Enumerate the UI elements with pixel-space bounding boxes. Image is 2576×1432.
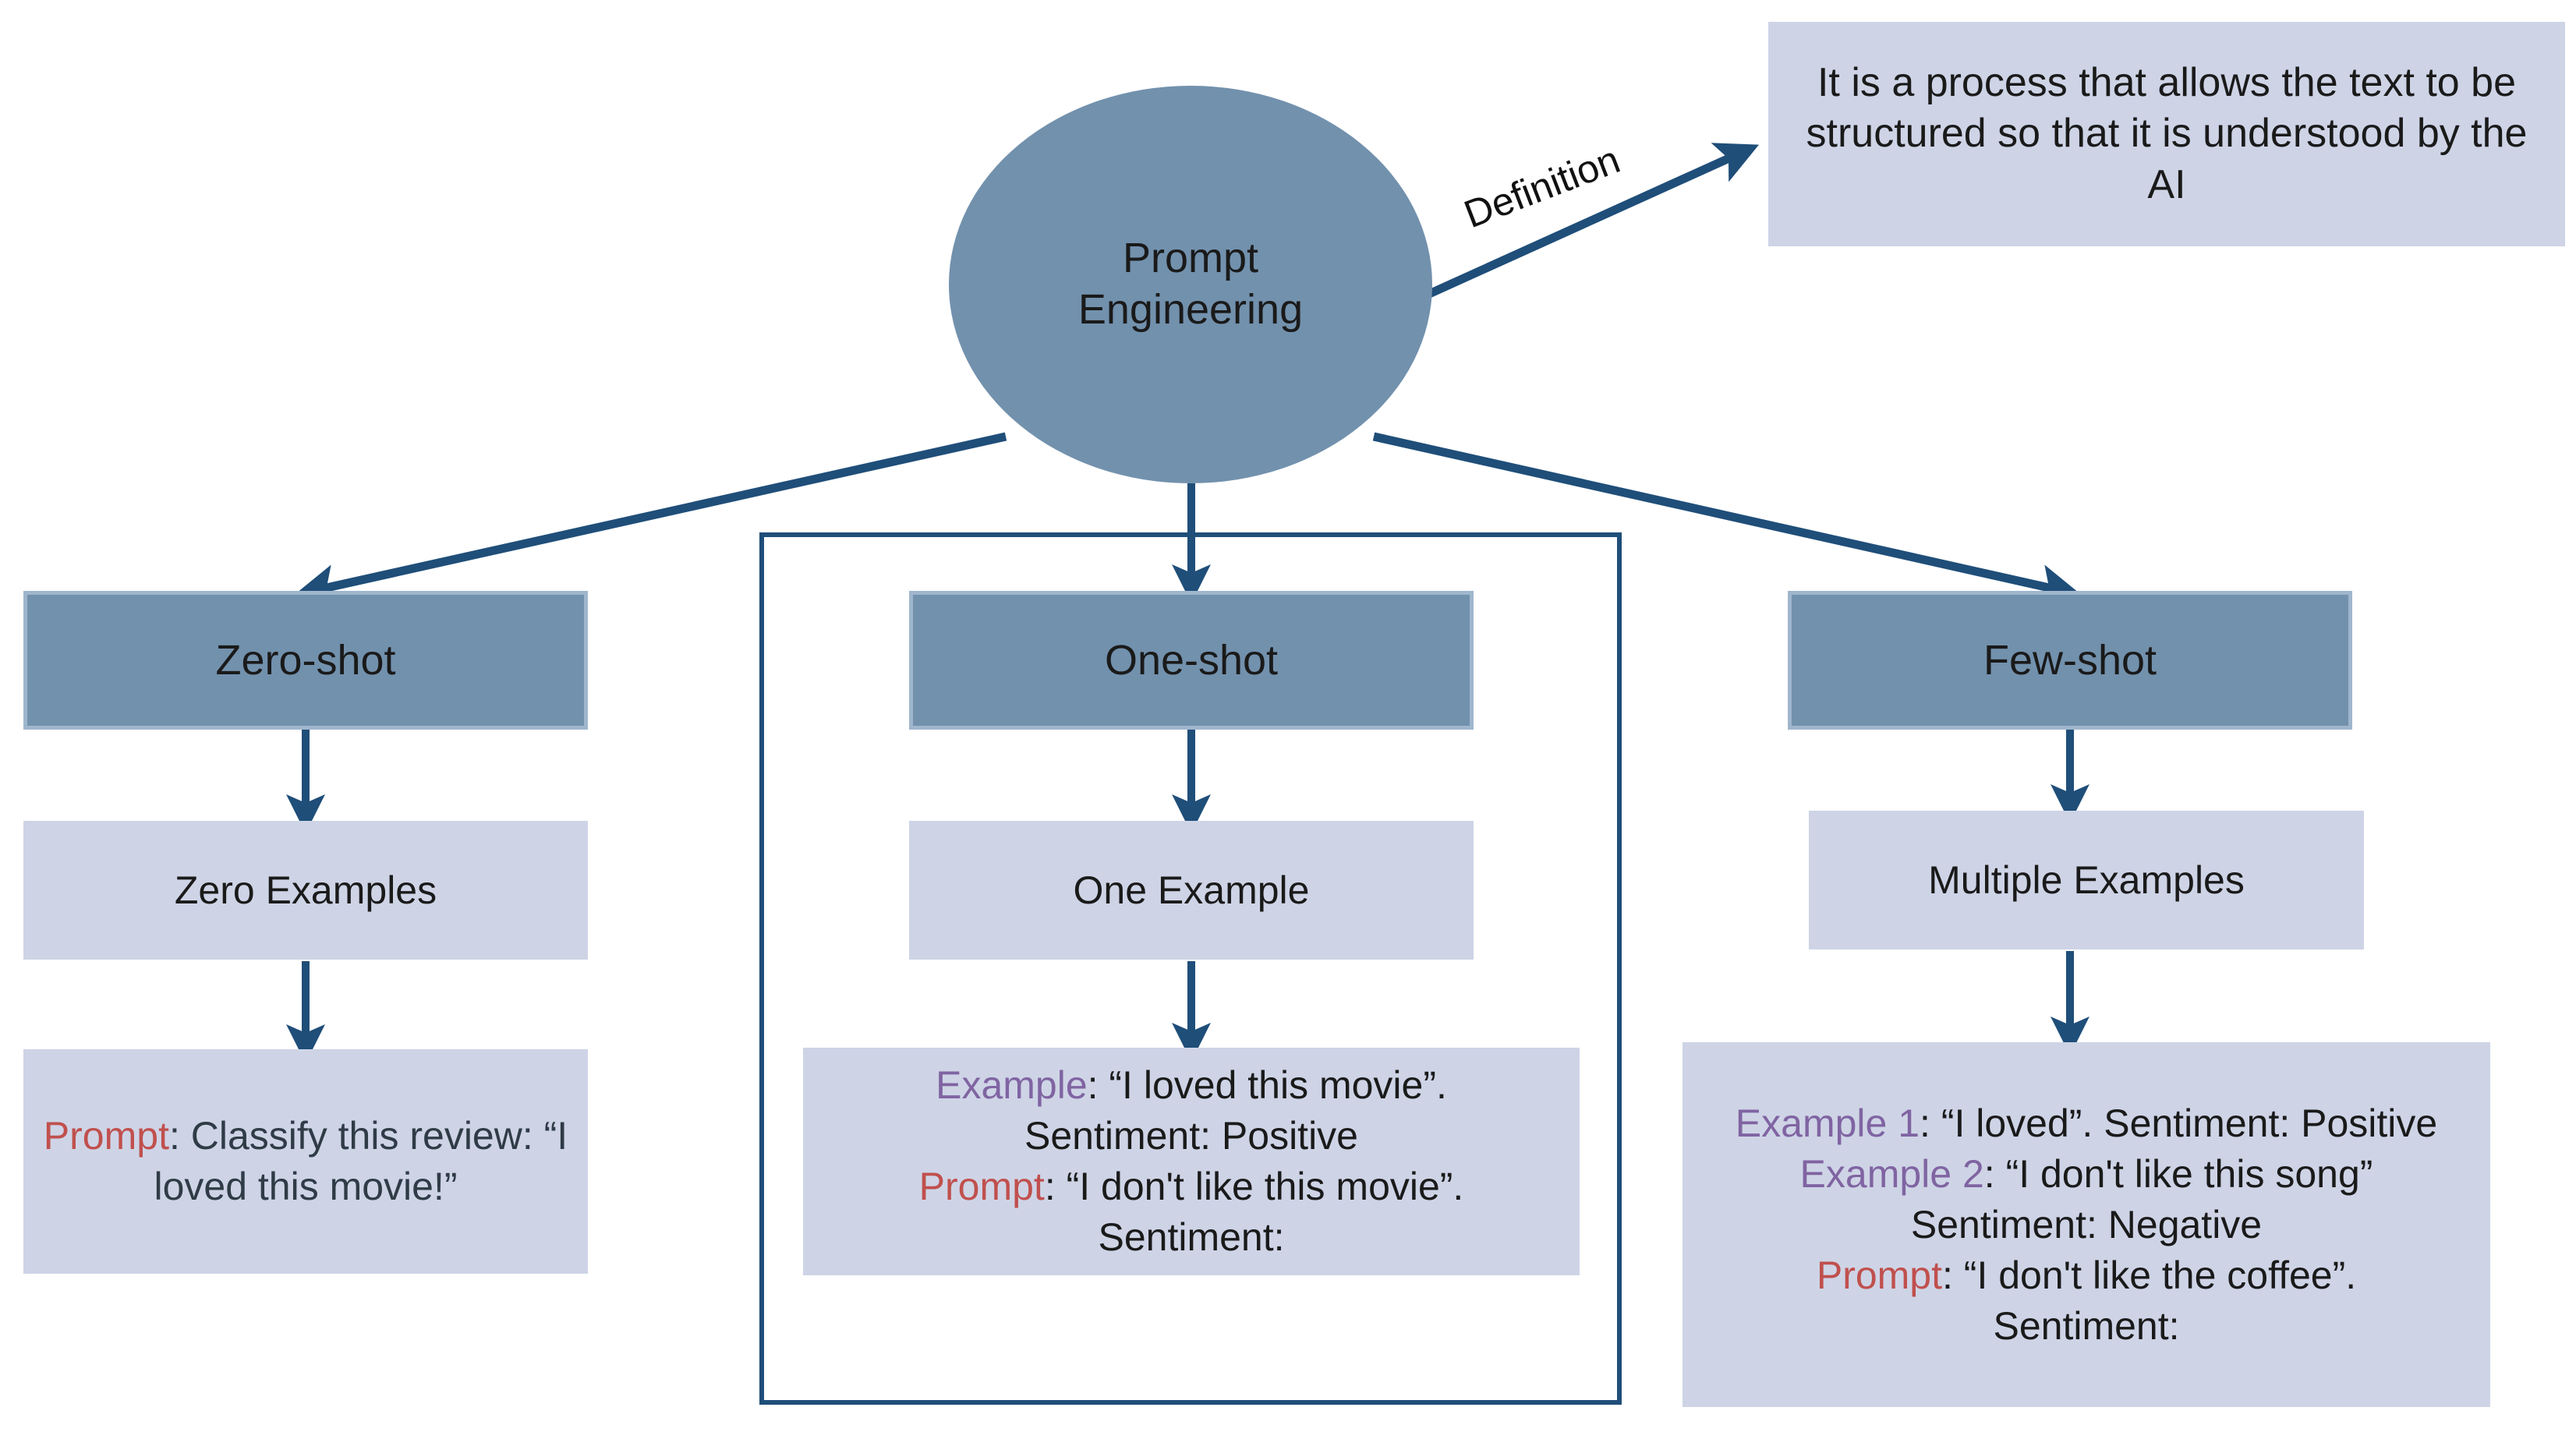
detail-box-few-shot: Example 1: “I loved”. Sentiment: Positiv… <box>1683 1042 2490 1407</box>
detail-line: Prompt: “I don't like the coffee”. <box>1736 1250 2437 1301</box>
definition-box: It is a process that allows the text to … <box>1768 22 2565 246</box>
examples-count-label-one-shot: One Example <box>1073 868 1310 912</box>
detail-line: Prompt: “I don't like this movie”. <box>919 1162 1464 1212</box>
detail-rest: Sentiment: Negative <box>1910 1202 2263 1246</box>
detail-line: Example 2: “I don't like this song” <box>1736 1149 2437 1200</box>
detail-text-one-shot: Example: “I loved this movie”. Sentiment… <box>919 1060 1464 1263</box>
definition-text: It is a process that allows the text to … <box>1806 59 2528 207</box>
detail-text-zero-shot: Prompt: Classify this review: “I loved t… <box>37 1111 574 1212</box>
detail-line: Sentiment: Positive <box>919 1111 1464 1162</box>
keyword-example: Example 2 <box>1799 1151 1984 1196</box>
header-box-zero-shot[interactable]: Zero-shot <box>23 591 588 730</box>
detail-rest: : “I don't like this song” <box>1983 1151 2373 1196</box>
header-box-few-shot[interactable]: Few-shot <box>1788 591 2352 730</box>
detail-rest: Sentiment: Positive <box>1024 1114 1358 1158</box>
root-node-prompt-engineering[interactable]: Prompt Engineering <box>949 86 1432 483</box>
detail-line: Sentiment: Negative <box>1736 1200 2437 1250</box>
detail-rest: Sentiment: <box>1098 1215 1285 1259</box>
detail-rest: : Classify this review: “I loved this mo… <box>154 1114 568 1208</box>
header-label-one-shot: One-shot <box>1104 637 1279 684</box>
root-node-label: Prompt Engineering <box>1078 233 1303 336</box>
keyword-prompt: Prompt <box>43 1114 169 1158</box>
examples-count-label-few-shot: Multiple Examples <box>1928 857 2245 902</box>
detail-rest: Sentiment: <box>1993 1303 2180 1348</box>
keyword-prompt: Prompt <box>1816 1253 1943 1297</box>
root-label-line-1: Prompt <box>1122 235 1259 282</box>
detail-line: Example: “I loved this movie”. <box>919 1060 1464 1111</box>
detail-rest: : “I don't like the coffee”. <box>1942 1253 2357 1297</box>
detail-rest: : “I loved this movie”. <box>1087 1063 1447 1107</box>
detail-line: Example 1: “I loved”. Sentiment: Positiv… <box>1736 1098 2437 1149</box>
root-label-line-2: Engineering <box>1077 286 1304 333</box>
header-label-zero-shot: Zero-shot <box>215 637 396 684</box>
keyword-prompt: Prompt <box>918 1165 1045 1208</box>
examples-count-label-zero-shot: Zero Examples <box>174 868 437 912</box>
edge-label-definition: Definition <box>1458 137 1626 237</box>
keyword-example: Example <box>936 1063 1088 1107</box>
detail-box-zero-shot: Prompt: Classify this review: “I loved t… <box>23 1049 588 1274</box>
detail-rest: : “I don't like this movie”. <box>1044 1165 1464 1208</box>
header-label-few-shot: Few-shot <box>1983 637 2157 684</box>
examples-count-box-zero-shot: Zero Examples <box>23 821 588 960</box>
examples-count-box-one-shot: One Example <box>909 821 1474 960</box>
keyword-example: Example 1 <box>1735 1101 1920 1145</box>
examples-count-box-few-shot: Multiple Examples <box>1809 811 2364 949</box>
detail-line: Sentiment: <box>1736 1301 2437 1352</box>
one-shot-group-outline <box>759 532 1622 1405</box>
detail-box-one-shot: Example: “I loved this movie”. Sentiment… <box>803 1048 1580 1275</box>
header-box-one-shot[interactable]: One-shot <box>909 591 1474 730</box>
detail-text-few-shot: Example 1: “I loved”. Sentiment: Positiv… <box>1736 1098 2437 1352</box>
detail-line: Sentiment: <box>919 1212 1464 1263</box>
detail-rest: : “I loved”. Sentiment: Positive <box>1920 1101 2438 1145</box>
